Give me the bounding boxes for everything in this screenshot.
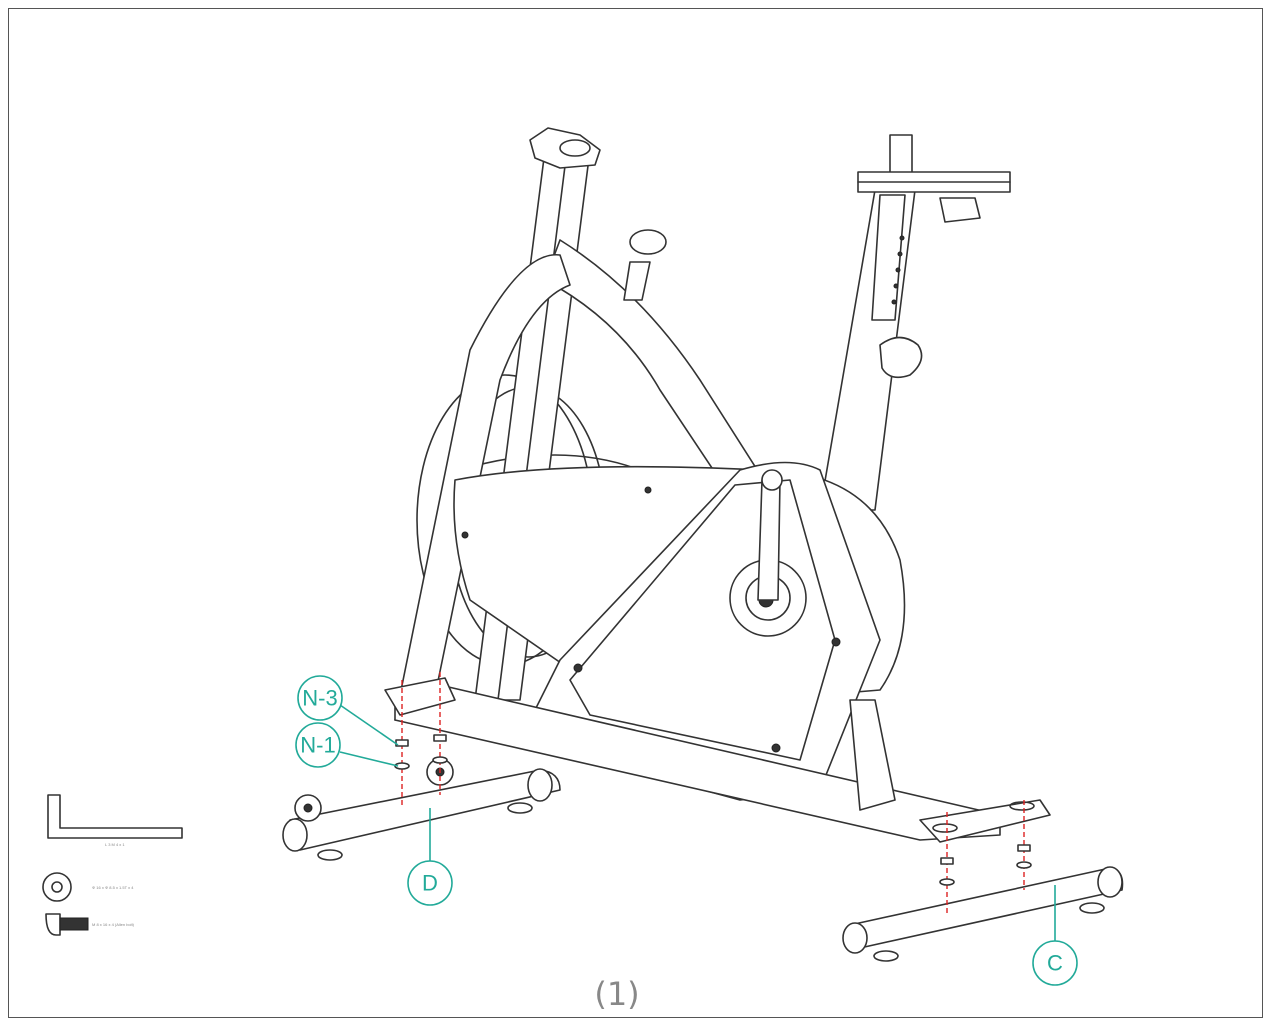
bike-frame xyxy=(394,127,1011,721)
front-stabilizer xyxy=(282,758,561,861)
bolt-spec: M 8 x 16 x 4 (Allen bolt) xyxy=(92,922,135,927)
rear-stabilizer xyxy=(842,866,1124,962)
callout-n1-label: N-1 xyxy=(300,733,335,758)
drawing-frame xyxy=(8,8,1263,1018)
bolt-icon xyxy=(45,913,89,936)
washer-icon xyxy=(42,872,72,902)
callout-d: D xyxy=(407,808,453,906)
base-frame xyxy=(384,677,1051,843)
washer-spec: Φ 16 x Φ 8.5 x 1.5T x 4 xyxy=(92,885,134,890)
callout-c-label: C xyxy=(1047,951,1063,976)
hardware-legend: L 3 M 4 x 1 Φ 16 x Φ 8.5 x 1.5T x 4 M 8 … xyxy=(42,794,183,936)
callout-d-label: D xyxy=(422,871,438,896)
callout-n1: N-1 xyxy=(295,722,399,768)
side-cover xyxy=(453,461,906,801)
callout-n3-label: N-3 xyxy=(302,686,337,711)
callout-n3: N-3 xyxy=(297,675,399,746)
callout-c: C xyxy=(1032,885,1078,986)
allen-key-icon xyxy=(47,794,183,839)
page-number: (1) xyxy=(594,975,639,1013)
allen-key-spec: L 3 M 4 x 1 xyxy=(105,842,125,847)
